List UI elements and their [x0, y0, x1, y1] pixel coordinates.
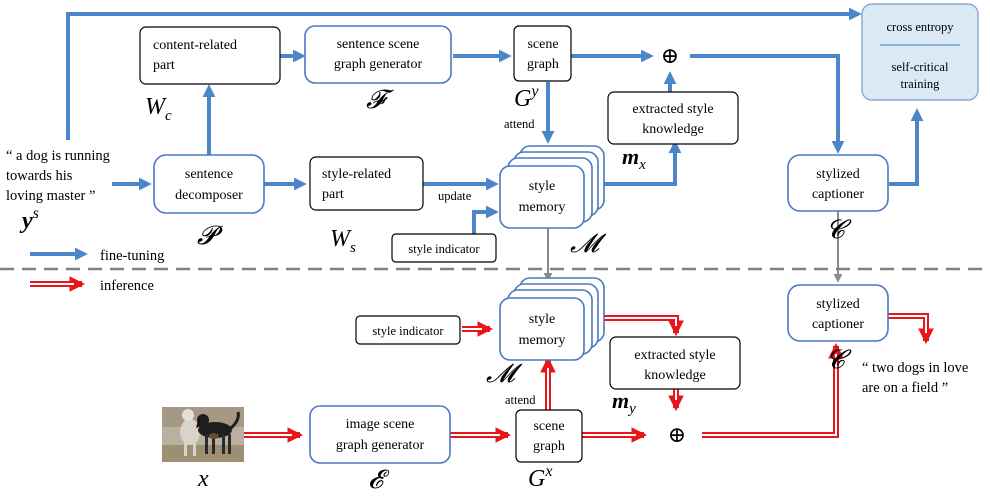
content-related-part-box: content-related part — [139, 26, 281, 85]
symbol-ys: ys — [19, 205, 39, 234]
svg-text:image scene: image scene — [346, 417, 415, 432]
svg-text:loving master ”: loving master ” — [6, 188, 95, 204]
svg-text:sentence: sentence — [185, 167, 233, 182]
style-related-part-box: style-related part — [309, 156, 424, 211]
oplus-top: ⊕ — [661, 43, 679, 68]
sentence-scene-graph-generator-box: sentence scene graph generator — [304, 25, 452, 84]
symbol-P: 𝓟 — [197, 221, 223, 251]
svg-text:scene: scene — [533, 419, 564, 434]
extracted-style-knowledge-top-box: extracted style knowledge — [607, 91, 739, 145]
style-indicator-top-box: style indicator — [391, 233, 497, 263]
symbol-Wc: Wc — [145, 94, 172, 124]
extracted-style-knowledge-bottom-box: extracted style knowledge — [609, 336, 741, 390]
svg-text:self-critical: self-critical — [892, 60, 949, 74]
symbol-my: my — [612, 388, 636, 417]
svg-text:graph: graph — [527, 57, 559, 72]
symbol-Gy: Gy — [514, 83, 539, 112]
svg-text:style indicator: style indicator — [408, 242, 480, 256]
symbol-Ws: Ws — [330, 226, 356, 256]
attend-bottom-label: attend — [505, 393, 536, 407]
svg-text:style: style — [529, 312, 555, 327]
svg-text:extracted style: extracted style — [632, 102, 713, 117]
svg-text:style indicator: style indicator — [372, 324, 444, 338]
svg-text:graph: graph — [533, 439, 565, 454]
svg-text:memory: memory — [519, 333, 566, 348]
svg-text:captioner: captioner — [812, 317, 864, 332]
style-memory-bottom-stack: style memory — [499, 277, 605, 361]
svg-text:extracted style: extracted style — [634, 348, 715, 363]
svg-text:knowledge: knowledge — [642, 122, 703, 137]
input-sentence: “ a dog is running towards his loving ma… — [6, 148, 110, 204]
scene-graph-top-box: scene graph — [513, 25, 572, 82]
oplus-bottom: ⊕ — [668, 422, 686, 447]
svg-text:captioner: captioner — [812, 187, 864, 202]
stylized-captioner-bottom-box: stylized captioner — [787, 284, 889, 342]
symbol-E: 𝓔 — [368, 465, 390, 492]
loss-box: cross entropy self-critical training — [861, 3, 979, 101]
image-scene-graph-generator-box: image scene graph generator — [309, 405, 451, 464]
svg-text:towards his: towards his — [6, 168, 73, 184]
svg-text:“ two dogs in love: “ two dogs in love — [862, 360, 968, 376]
symbol-M-bottom: 𝓜 — [486, 359, 523, 389]
svg-text:are on a field ”: are on a field ” — [862, 380, 948, 396]
svg-text:style-related: style-related — [322, 167, 391, 182]
legend-inference-label: inference — [100, 278, 154, 294]
svg-text:knowledge: knowledge — [644, 368, 705, 383]
legend-finetune-label: fine-tuning — [100, 248, 164, 264]
svg-text:scene: scene — [527, 37, 558, 52]
svg-text:sentence scene: sentence scene — [337, 37, 420, 52]
svg-text:style: style — [529, 179, 555, 194]
style-memory-top-stack: style memory — [499, 145, 605, 229]
style-indicator-bottom-box: style indicator — [355, 315, 461, 345]
svg-text:content-related: content-related — [153, 38, 237, 53]
svg-text:decomposer: decomposer — [175, 188, 243, 203]
scene-graph-bottom-box: scene graph — [515, 409, 583, 463]
symbol-F: 𝓕 — [366, 85, 394, 115]
svg-text:stylized: stylized — [816, 297, 860, 312]
svg-text:stylized: stylized — [816, 167, 860, 182]
symbol-M-top: 𝓜 — [570, 229, 607, 259]
svg-text:training: training — [901, 77, 941, 91]
sentence-decomposer-box: sentence decomposer — [153, 154, 265, 214]
symbol-C-top: 𝓒 — [826, 215, 852, 245]
symbol-x: x — [197, 466, 209, 492]
symbol-mx: mx — [622, 144, 646, 173]
symbol-C-bottom: 𝓒 — [826, 345, 852, 375]
inference-arrows — [244, 313, 934, 443]
svg-text:cross entropy: cross entropy — [887, 20, 955, 34]
symbol-Gx: Gx — [528, 463, 552, 492]
legend: fine-tuning inference — [30, 247, 164, 294]
stylized-captioner-top-box: stylized captioner — [787, 154, 889, 212]
input-image-dogs — [162, 407, 244, 462]
attend-top-label: attend — [504, 117, 535, 131]
update-label: update — [438, 189, 472, 203]
svg-text:part: part — [153, 58, 175, 73]
output-sentence: “ two dogs in love are on a field ” — [862, 360, 968, 396]
svg-text:graph generator: graph generator — [336, 438, 425, 453]
svg-text:“ a dog is running: “ a dog is running — [6, 148, 110, 164]
svg-text:part: part — [322, 187, 344, 202]
svg-text:memory: memory — [519, 200, 566, 215]
svg-text:graph generator: graph generator — [334, 57, 423, 72]
